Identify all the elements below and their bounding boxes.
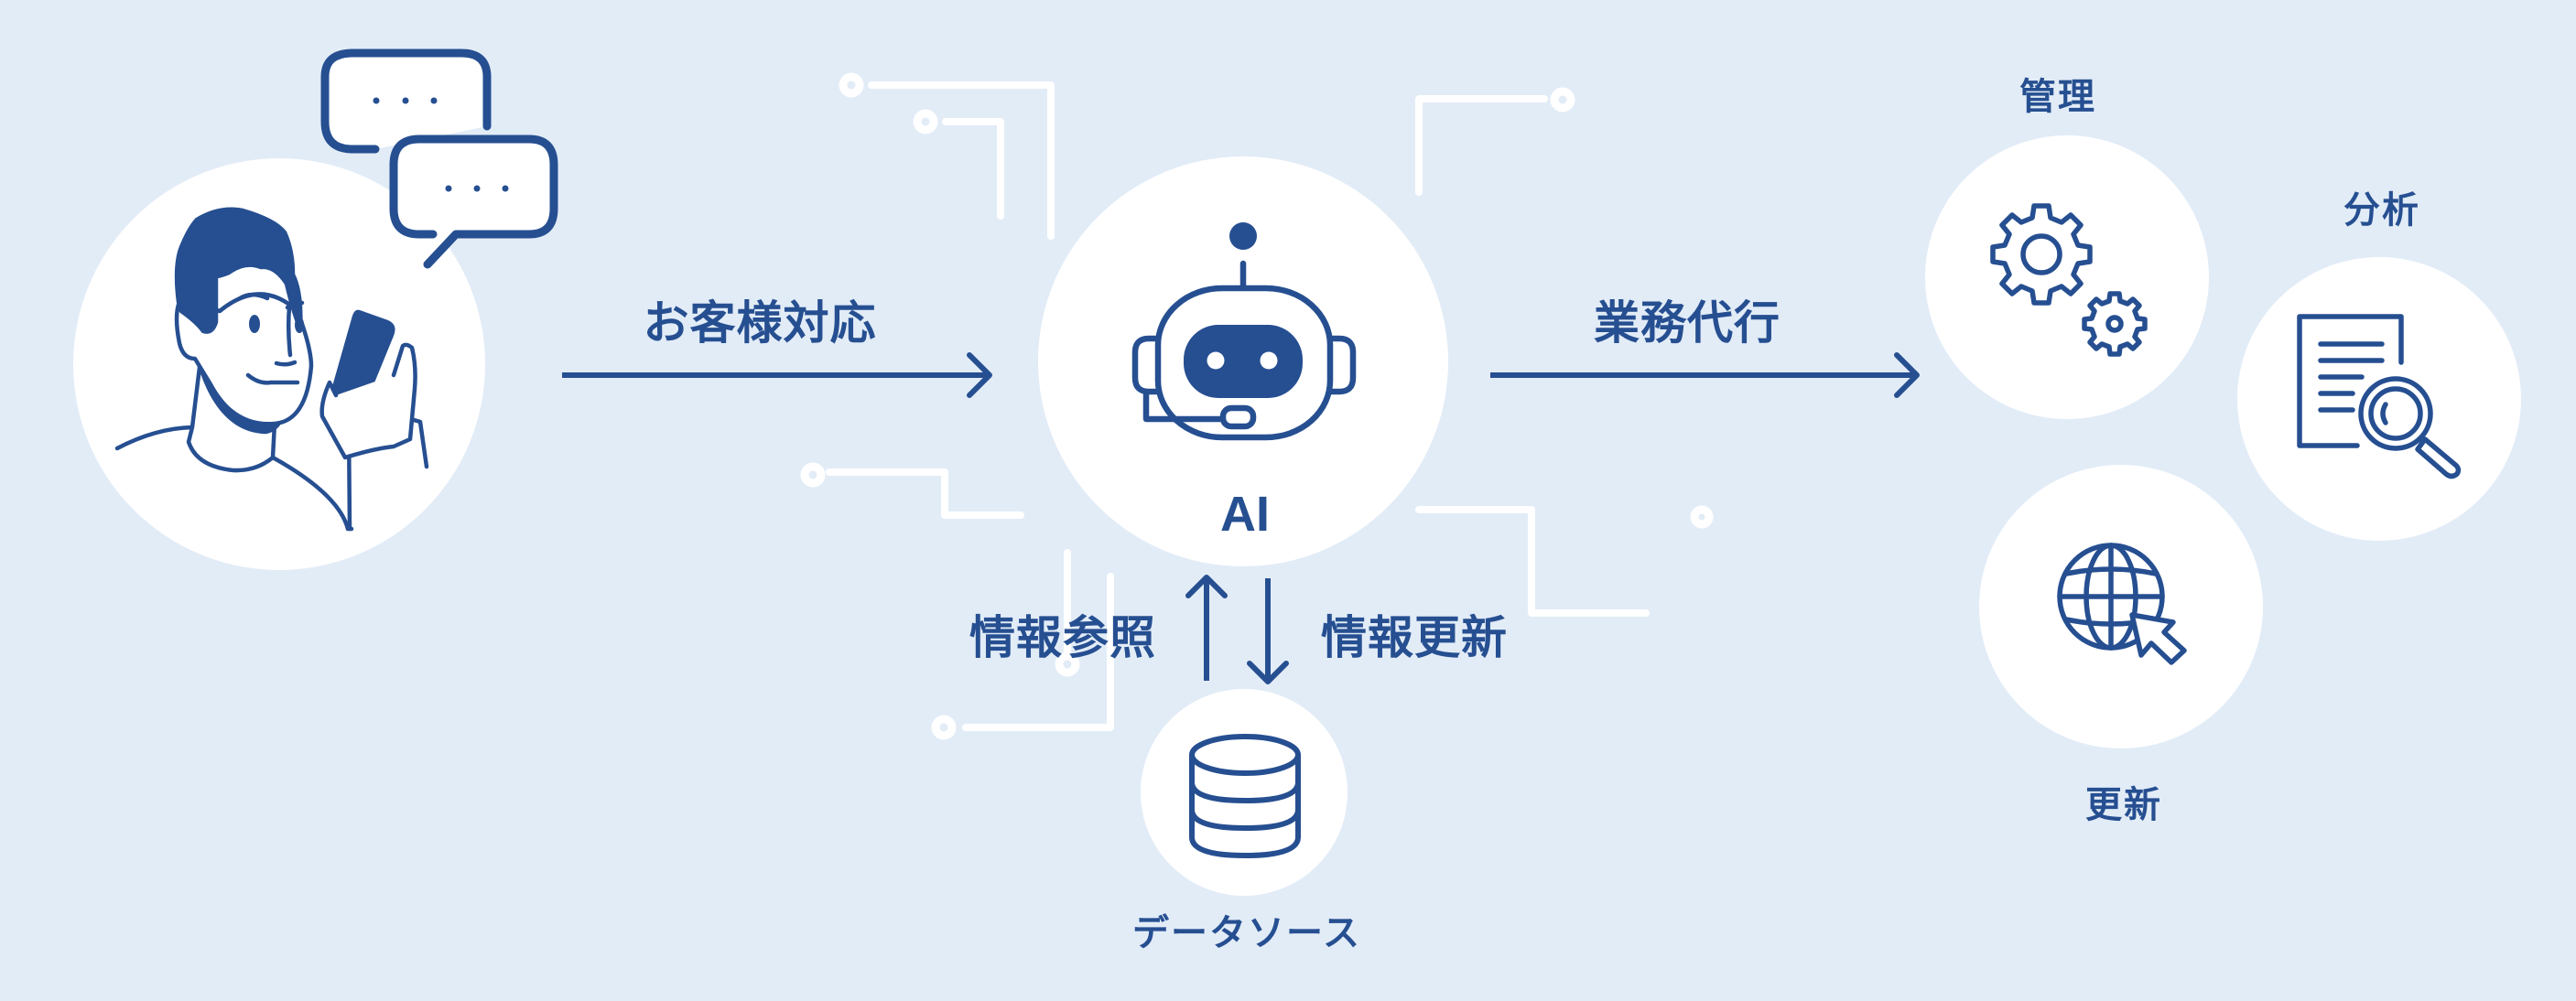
chat-bubble-icon xyxy=(320,48,492,154)
chat-bubble-icon xyxy=(389,135,558,269)
person-on-phone-icon xyxy=(114,207,429,532)
manage-node xyxy=(1925,135,2209,419)
robot-headset-icon xyxy=(1131,222,1357,441)
edge-label-info-update: 情報更新 xyxy=(1321,611,1508,664)
manage-label: 管理 xyxy=(2019,76,2096,118)
ai-label: AI xyxy=(1220,487,1270,542)
arrow-reference-up xyxy=(1185,575,1228,681)
arrow-update-down xyxy=(1247,578,1289,684)
circuit-decorations xyxy=(826,81,1650,731)
update-node xyxy=(1979,465,2263,748)
arrow-customer-to-ai xyxy=(562,352,992,398)
update-label: 更新 xyxy=(2085,784,2162,826)
arrow-ai-to-tasks xyxy=(1490,352,1920,398)
database-icon xyxy=(1189,734,1301,858)
datasource-label: データソース xyxy=(1132,912,1361,954)
edge-label-info-reference: 情報参照 xyxy=(969,611,1156,664)
datasource-node xyxy=(1141,689,1348,896)
gears-icon xyxy=(1990,203,2148,357)
globe-cursor-icon xyxy=(2057,543,2187,665)
document-search-icon xyxy=(2297,314,2462,479)
edge-label-task-delegation: 業務代行 xyxy=(1594,296,1780,350)
edge-label-customer-support: お客様対応 xyxy=(643,296,877,350)
circuit-dots xyxy=(800,72,1714,740)
analyze-label: 分析 xyxy=(2343,189,2420,231)
